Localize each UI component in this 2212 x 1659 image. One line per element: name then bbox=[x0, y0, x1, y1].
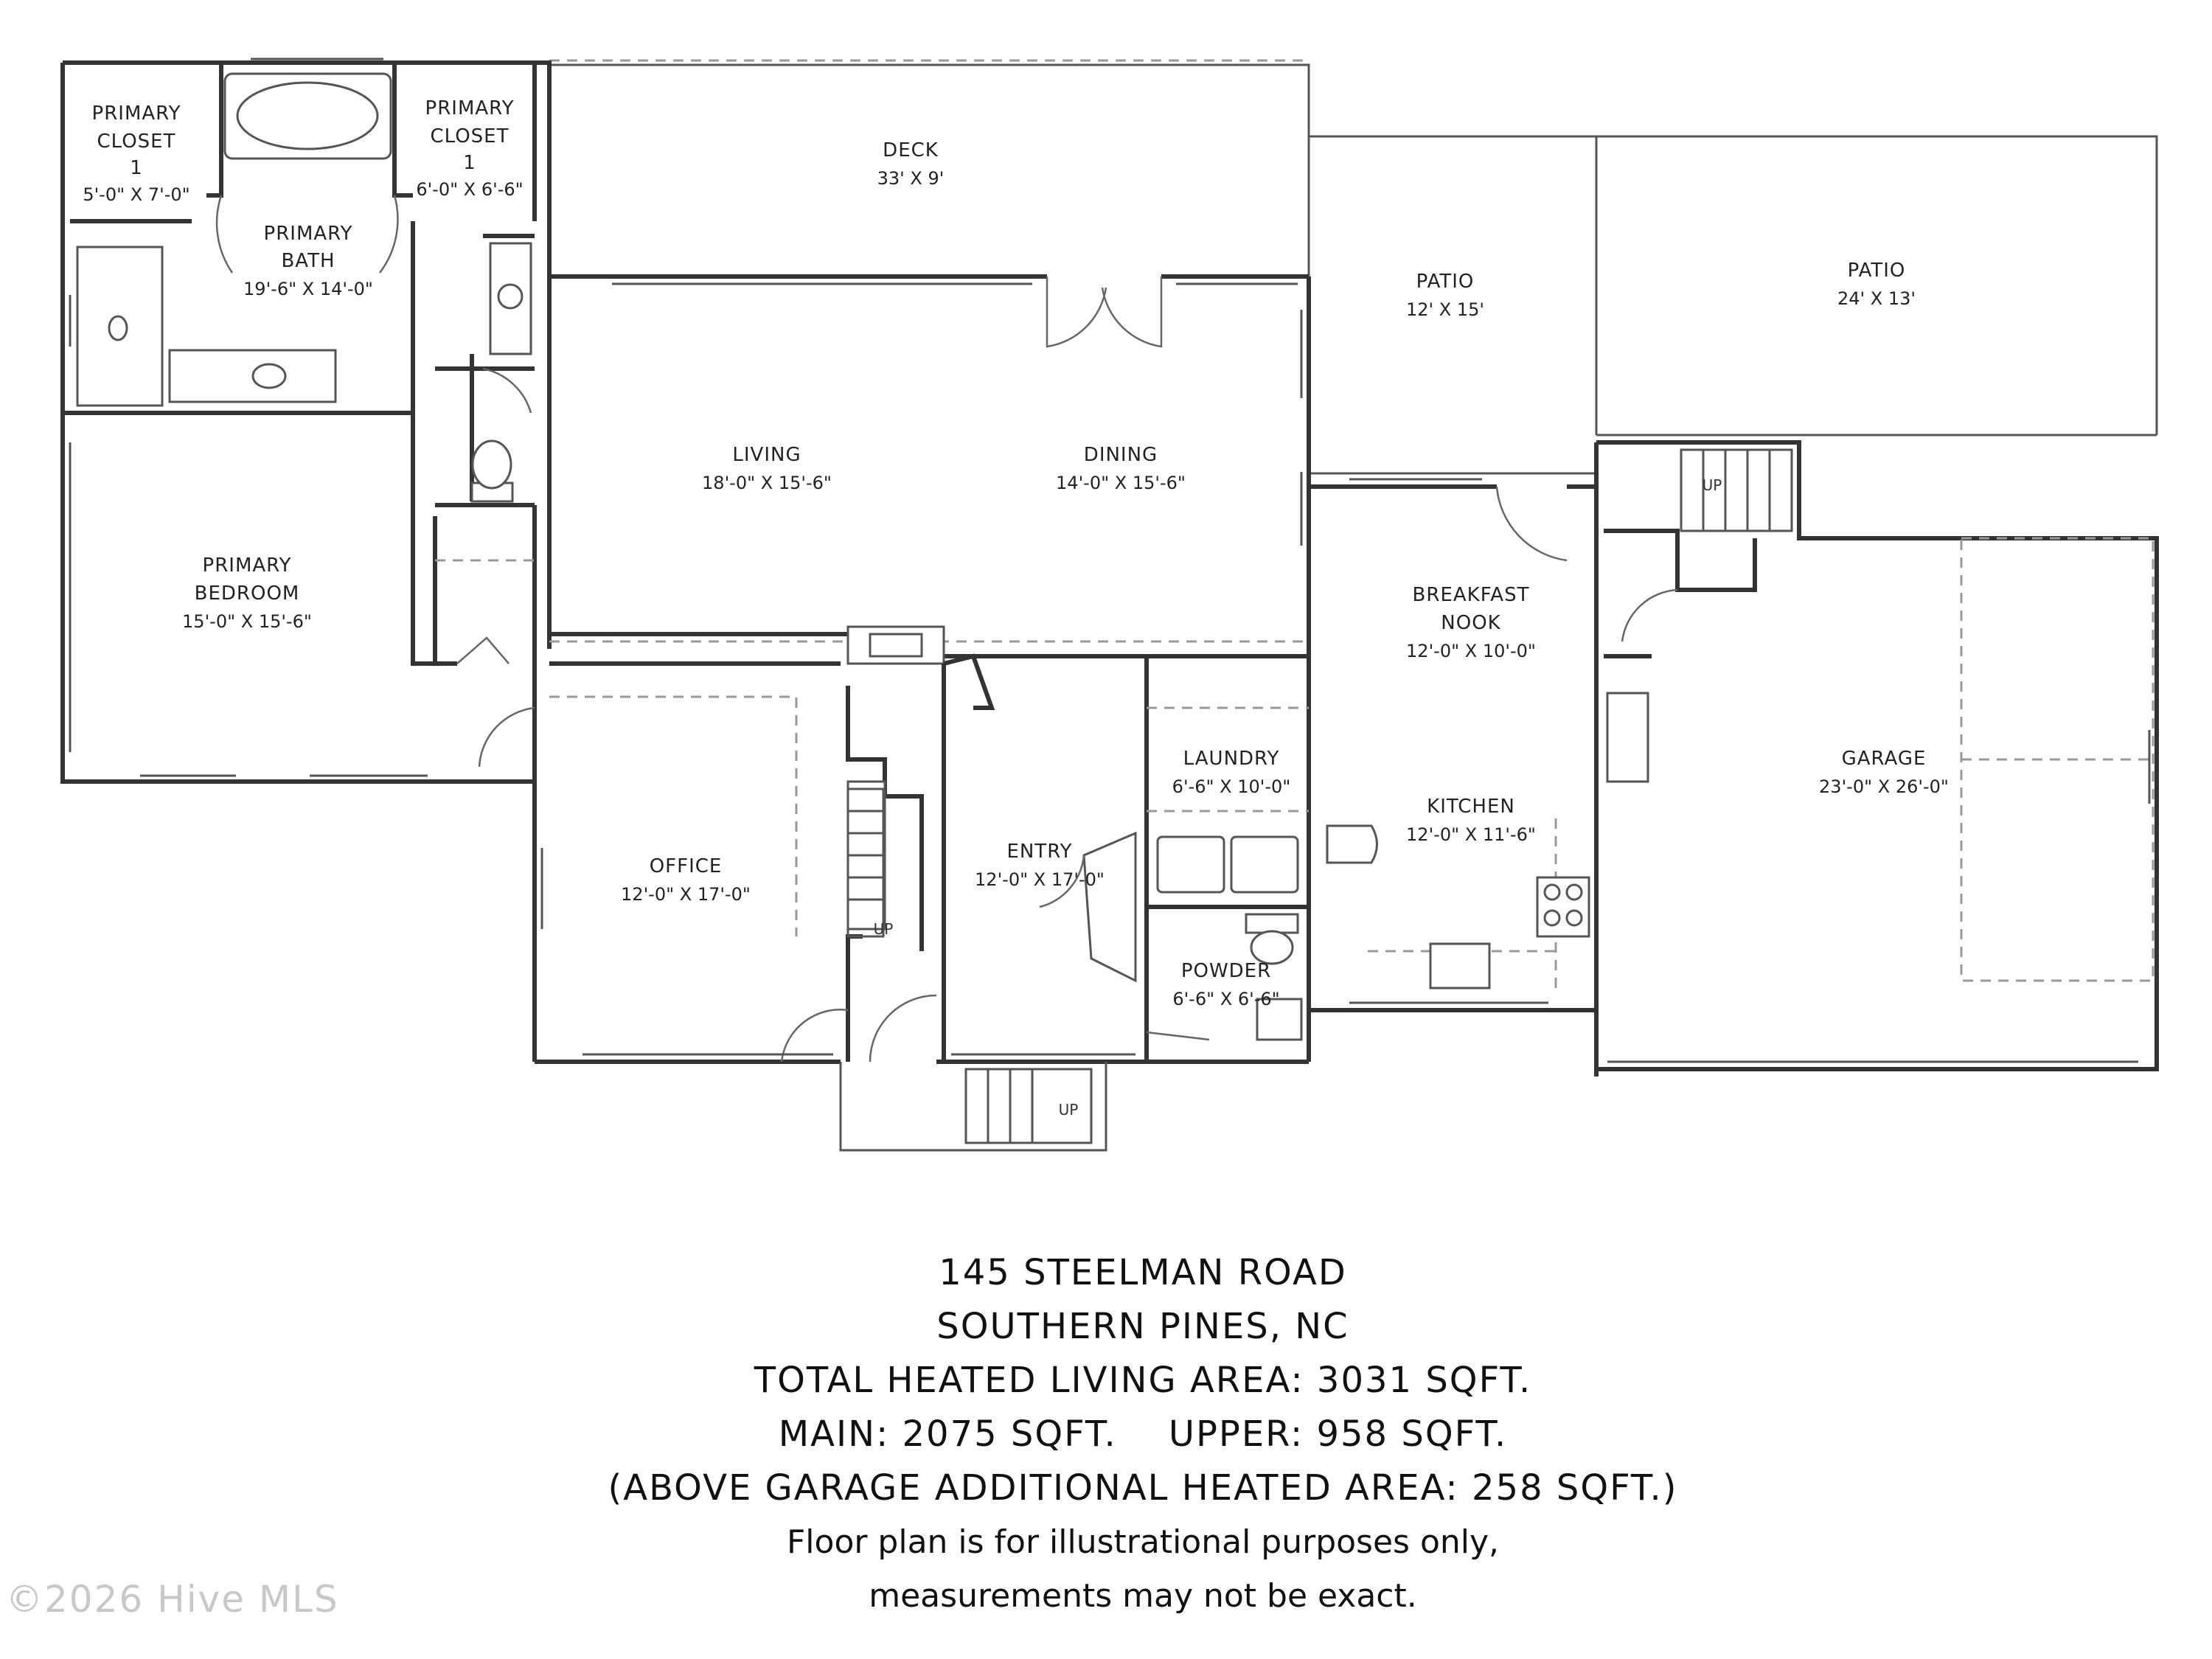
room-label-primary-closet-1b: PRIMARY CLOSET 1 6'-0" X 6'-6" bbox=[416, 97, 523, 200]
room-label-entry: ENTRY 12'-0" X 17'-0" bbox=[975, 841, 1105, 890]
bath-vanity bbox=[168, 242, 532, 403]
room-label-patio-small: PATIO 12' X 15' bbox=[1406, 271, 1484, 320]
address-line-2: SOUTHERN PINES, NC bbox=[936, 1306, 1349, 1347]
room-label-deck: DECK 33' X 9' bbox=[877, 139, 945, 189]
room-label-primary-closet-1a: PRIMARY CLOSET 1 5'-0" X 7'-0" bbox=[83, 102, 189, 205]
svg-text:24' X 13': 24' X 13' bbox=[1837, 288, 1916, 309]
garage-walls bbox=[1594, 440, 2159, 1071]
svg-text:DECK: DECK bbox=[883, 139, 939, 161]
svg-text:GARAGE: GARAGE bbox=[1842, 748, 1927, 770]
svg-text:BATH: BATH bbox=[281, 250, 335, 272]
window-marks-north bbox=[612, 282, 1303, 546]
svg-text:BEDROOM: BEDROOM bbox=[195, 582, 300, 605]
shower bbox=[76, 246, 164, 407]
room-label-breakfast-nook: BREAKFAST NOOK 12'-0" X 10'-0" bbox=[1406, 584, 1536, 661]
main-area: MAIN: 2075 SQFT. bbox=[778, 1413, 1117, 1455]
svg-text:12'-0" X 11'-6": 12'-0" X 11'-6" bbox=[1406, 824, 1536, 845]
svg-text:ENTRY: ENTRY bbox=[1006, 841, 1072, 863]
svg-text:DINING: DINING bbox=[1084, 444, 1158, 466]
plan-caption: 145 STEELMAN ROAD SOUTHERN PINES, NC TOT… bbox=[369, 1246, 1917, 1623]
svg-text:12' X 15': 12' X 15' bbox=[1406, 299, 1484, 320]
svg-text:6'-6" X 6'-6": 6'-6" X 6'-6" bbox=[1172, 989, 1279, 1009]
room-label-powder: POWDER 6'-6" X 6'-6" bbox=[1172, 960, 1279, 1009]
room-label-laundry: LAUNDRY 6'-6" X 10'-0" bbox=[1172, 748, 1291, 797]
svg-text:PRIMARY: PRIMARY bbox=[264, 223, 353, 245]
interior-stair bbox=[846, 787, 885, 938]
svg-text:12'-0" X 17'-0": 12'-0" X 17'-0" bbox=[621, 884, 751, 905]
window-marks-garage bbox=[1607, 730, 2151, 1063]
svg-text:23'-0" X 26'-0": 23'-0" X 26'-0" bbox=[1819, 776, 1949, 797]
room-label-kitchen: KITCHEN 12'-0" X 11'-6" bbox=[1406, 796, 1536, 845]
disclaimer-line-2: measurements may not be exact. bbox=[869, 1577, 1417, 1615]
room-label-living: LIVING 18'-0" X 15'-6" bbox=[702, 444, 832, 493]
floor-areas: MAIN: 2075 SQFT. UPPER: 958 SQFT. bbox=[369, 1408, 1917, 1461]
room-label-patio-large: PATIO 24' X 13' bbox=[1837, 260, 1916, 309]
svg-text:POWDER: POWDER bbox=[1181, 960, 1271, 982]
svg-text:KITCHEN: KITCHEN bbox=[1427, 796, 1515, 818]
svg-text:LIVING: LIVING bbox=[732, 444, 801, 466]
svg-text:CLOSET: CLOSET bbox=[97, 131, 176, 153]
window-marks-south bbox=[540, 848, 1135, 1056]
svg-text:BREAKFAST: BREAKFAST bbox=[1413, 584, 1530, 606]
living-dining-walls bbox=[549, 274, 1311, 665]
room-label-dining: DINING 14'-0" X 15'-6" bbox=[1056, 444, 1186, 493]
svg-text:NOOK: NOOK bbox=[1441, 612, 1500, 634]
room-label-office: OFFICE 12'-0" X 17'-0" bbox=[621, 855, 751, 905]
svg-text:33' X 9': 33' X 9' bbox=[877, 168, 945, 189]
svg-text:12'-0" X 17'-0": 12'-0" X 17'-0" bbox=[975, 869, 1105, 890]
patio-outline bbox=[1309, 135, 2158, 475]
svg-text:6'-0" X 6'-6": 6'-0" X 6'-6" bbox=[416, 179, 523, 200]
svg-text:PATIO: PATIO bbox=[1848, 260, 1906, 282]
svg-text:19'-6" X 14'-0": 19'-6" X 14'-0" bbox=[243, 279, 373, 299]
svg-text:OFFICE: OFFICE bbox=[650, 855, 723, 877]
floor-plan: PRIMARY CLOSET 1 5'-0" X 7'-0" PRIMARY C… bbox=[60, 58, 2159, 1152]
deck-outline bbox=[549, 59, 1310, 276]
svg-text:6'-6" X 10'-0": 6'-6" X 10'-0" bbox=[1172, 776, 1291, 797]
svg-text:CLOSET: CLOSET bbox=[431, 125, 509, 147]
svg-text:1: 1 bbox=[463, 152, 476, 174]
upper-area: UPPER: 958 SQFT. bbox=[1168, 1413, 1508, 1455]
front-porch bbox=[839, 1062, 1107, 1152]
door-swings-primary bbox=[215, 195, 535, 768]
window-marks-kitchen bbox=[1349, 478, 1548, 1004]
room-label-garage: GARAGE 23'-0" X 26'-0" bbox=[1819, 748, 1949, 797]
room-label-primary-bath: PRIMARY BATH 19'-6" X 14'-0" bbox=[243, 223, 373, 299]
garage-area: (ABOVE GARAGE ADDITIONAL HEATED AREA: 25… bbox=[608, 1467, 1678, 1509]
disclaimer-line-1: Floor plan is for illustrational purpose… bbox=[786, 1523, 1500, 1561]
kitchen-walls bbox=[1307, 484, 1599, 1077]
svg-text:12'-0" X 10'-0": 12'-0" X 10'-0" bbox=[1406, 641, 1536, 661]
toilet-primary bbox=[470, 439, 514, 503]
room-label-primary-bedroom: PRIMARY BEDROOM 15'-0" X 15'-6" bbox=[182, 554, 312, 632]
stair-up-label-interior: UP bbox=[874, 920, 894, 938]
watermark: ©2026 Hive MLS bbox=[6, 1578, 339, 1621]
svg-text:18'-0" X 15'-6": 18'-0" X 15'-6" bbox=[702, 473, 832, 493]
svg-text:PRIMARY: PRIMARY bbox=[425, 97, 515, 119]
window-marks-west bbox=[69, 58, 428, 777]
svg-text:14'-0" X 15'-6": 14'-0" X 15'-6" bbox=[1056, 473, 1186, 493]
svg-text:PRIMARY: PRIMARY bbox=[203, 554, 292, 577]
stair-up-label-porch: UP bbox=[1059, 1101, 1079, 1119]
door-swings-center bbox=[780, 855, 1210, 1062]
svg-text:LAUNDRY: LAUNDRY bbox=[1183, 748, 1280, 770]
bathtub bbox=[223, 72, 392, 160]
svg-text:PRIMARY: PRIMARY bbox=[92, 102, 181, 125]
svg-text:15'-0" X 15'-6": 15'-0" X 15'-6" bbox=[182, 611, 312, 632]
stair-up-label-garage: UP bbox=[1703, 476, 1722, 494]
garage-stair bbox=[1680, 448, 1793, 532]
svg-text:PATIO: PATIO bbox=[1416, 271, 1475, 293]
french-doors bbox=[1046, 276, 1163, 348]
svg-text:1: 1 bbox=[130, 157, 143, 179]
address-line-1: 145 STEELMAN ROAD bbox=[939, 1252, 1347, 1293]
total-area: TOTAL HEATED LIVING AREA: 3031 SQFT. bbox=[754, 1360, 1532, 1401]
svg-text:5'-0" X 7'-0": 5'-0" X 7'-0" bbox=[83, 184, 189, 205]
